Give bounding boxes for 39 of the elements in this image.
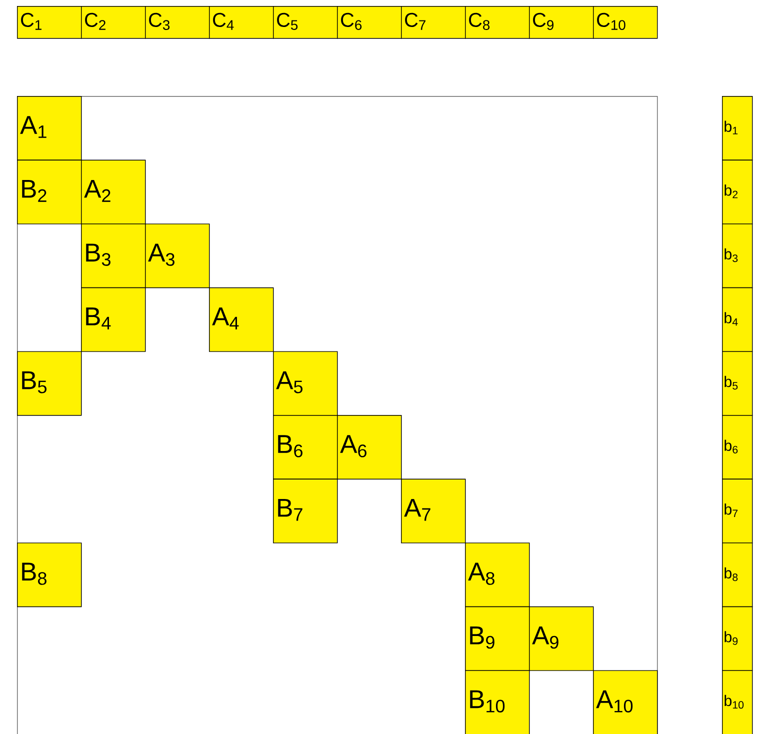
matrix-cell: A$_{5}$ — [273, 351, 338, 416]
vector-cell: b$_{10}$ — [722, 670, 753, 734]
header-cell: C$_{9}$ — [529, 6, 594, 39]
header-cell: C$_{7}$ — [401, 6, 466, 39]
matrix-cell: B$_{8}$ — [17, 542, 82, 608]
matrix-cell: A$_{3}$ — [145, 224, 210, 288]
matrix-cell: A$_{7}$ — [401, 478, 466, 544]
matrix-cell: B$_{5}$ — [17, 351, 82, 416]
header-cell: C$_{6}$ — [337, 6, 402, 39]
matrix-cell: A$_{10}$ — [593, 670, 658, 734]
matrix-cell: B$_{6}$ — [273, 415, 338, 480]
matrix-cell: B$_{10}$ — [465, 670, 530, 734]
header-cell: C$_{3}$ — [145, 6, 210, 39]
matrix-cell: B$_{2}$ — [17, 160, 82, 224]
matrix-cell: A$_{6}$ — [337, 415, 402, 480]
matrix-cell: A$_{9}$ — [529, 606, 594, 671]
matrix-cell: A$_{4}$ — [209, 287, 274, 352]
header-cell: C$_{5}$ — [273, 6, 338, 39]
matrix-cell: B$_{7}$ — [273, 478, 338, 544]
header-cell: C$_{1}$ — [17, 6, 82, 39]
vector-cell: b$_{9}$ — [722, 606, 753, 671]
matrix-cell: A$_{8}$ — [465, 542, 530, 608]
vector-cell: b$_{6}$ — [722, 415, 753, 480]
vector-cell: b$_{7}$ — [722, 478, 753, 544]
matrix-cell: A$_{2}$ — [81, 160, 146, 224]
matrix-cell: B$_{4}$ — [81, 287, 146, 352]
matrix-cell: A$_{1}$ — [17, 96, 82, 160]
header-cell: C$_{8}$ — [465, 6, 530, 39]
vector-cell: b$_{5}$ — [722, 351, 753, 416]
vector-cell: b$_{1}$ — [722, 96, 753, 160]
header-cell: C$_{10}$ — [593, 6, 658, 39]
header-cell: C$_{4}$ — [209, 6, 274, 39]
vector-cell: b$_{8}$ — [722, 542, 753, 608]
matrix-cell: B$_{3}$ — [81, 224, 146, 288]
vector-cell: b$_{3}$ — [722, 224, 753, 288]
header-cell: C$_{2}$ — [81, 6, 146, 39]
matrix-cell: B$_{9}$ — [465, 606, 530, 671]
vector-cell: b$_{2}$ — [722, 160, 753, 224]
vector-cell: b$_{4}$ — [722, 287, 753, 352]
